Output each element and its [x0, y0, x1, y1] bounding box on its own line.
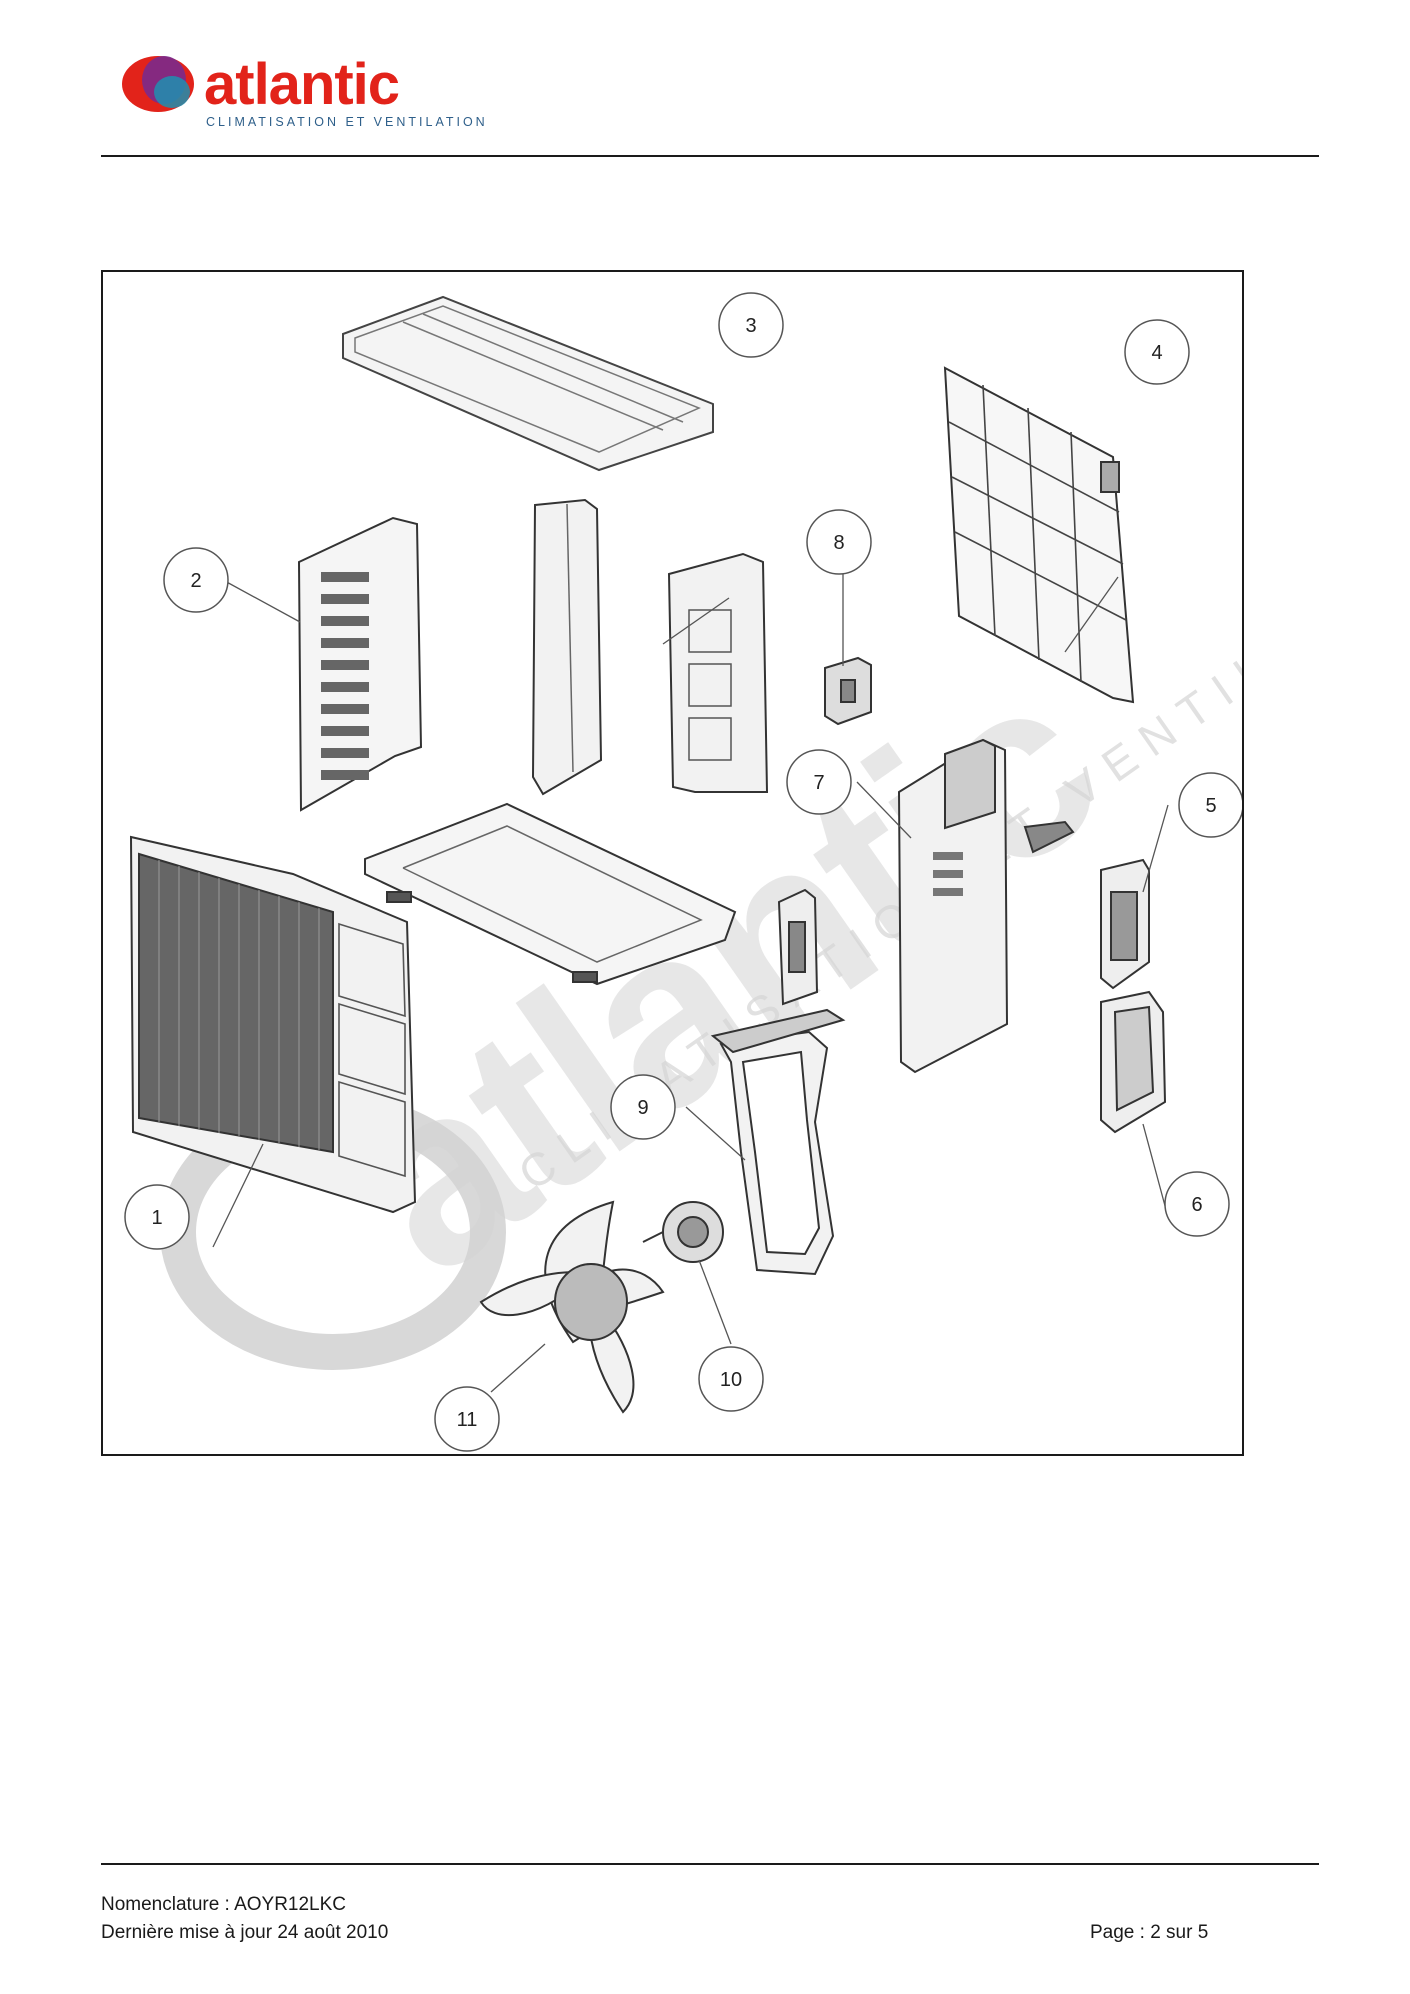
part-rear-guard	[943, 366, 1135, 704]
callout-numbers: 1 2 3 4 5 6 7	[124, 292, 1242, 1452]
part-corner-cover-upper	[1100, 858, 1150, 990]
callout-9: 9	[610, 1074, 676, 1140]
svg-text:2: 2	[190, 570, 201, 592]
svg-text:7: 7	[813, 772, 824, 794]
svg-text:4: 4	[1151, 342, 1162, 364]
atlantic-logo: atlantic CLIMATISATION ET VENTILATION	[120, 46, 490, 136]
svg-text:8: 8	[833, 532, 844, 554]
leader-lines	[212, 570, 1169, 1393]
svg-text:9: 9	[637, 1097, 648, 1119]
logo-mark-icon	[122, 56, 194, 112]
part-fan-motor	[642, 1201, 724, 1263]
part-corner-cover-lower	[1100, 990, 1167, 1134]
callout-8: 8	[806, 509, 872, 575]
part-terminal-block	[824, 656, 872, 726]
part-fan-propeller	[479, 1200, 665, 1414]
callout-10: 10	[698, 1346, 764, 1412]
svg-text:3: 3	[745, 315, 756, 337]
svg-text:10: 10	[720, 1369, 742, 1391]
footer-page-number: Page : 2 sur 5	[1090, 1922, 1209, 1943]
logo-tagline: CLIMATISATION ET VENTILATION	[206, 115, 488, 129]
callout-1: 1	[124, 1184, 190, 1250]
svg-text:1: 1	[151, 1207, 162, 1229]
callout-3: 3	[718, 292, 784, 358]
exploded-view-diagram: atlantic CLIMATISATION ET VENTILATION	[101, 270, 1244, 1456]
part-front-panel	[129, 835, 417, 1214]
part-valve-bracket	[777, 888, 819, 1006]
svg-text:6: 6	[1191, 1194, 1202, 1216]
part-control-bracket	[667, 552, 769, 793]
footer-last-updated: Dernière mise à jour 24 août 2010	[101, 1922, 389, 1943]
svg-text:5: 5	[1205, 795, 1216, 817]
part-control-box	[897, 738, 1075, 1074]
callout-6: 6	[1164, 1171, 1230, 1237]
part-top-cover	[342, 295, 714, 472]
callout-7: 7	[786, 749, 852, 815]
callout-5: 5	[1178, 772, 1242, 838]
footer-divider	[101, 1863, 1319, 1865]
part-base-pan	[364, 802, 737, 986]
callout-11: 11	[434, 1386, 500, 1452]
part-motor-support	[710, 1008, 846, 1276]
callout-4: 4	[1124, 319, 1190, 385]
header-divider	[101, 155, 1319, 157]
callout-2: 2	[163, 547, 229, 613]
part-partition	[531, 498, 603, 796]
part-side-panel	[297, 516, 423, 812]
footer-nomenclature: Nomenclature : AOYR12LKC	[101, 1894, 347, 1915]
svg-text:11: 11	[457, 1409, 478, 1431]
logo-wordmark: atlantic	[204, 52, 399, 117]
